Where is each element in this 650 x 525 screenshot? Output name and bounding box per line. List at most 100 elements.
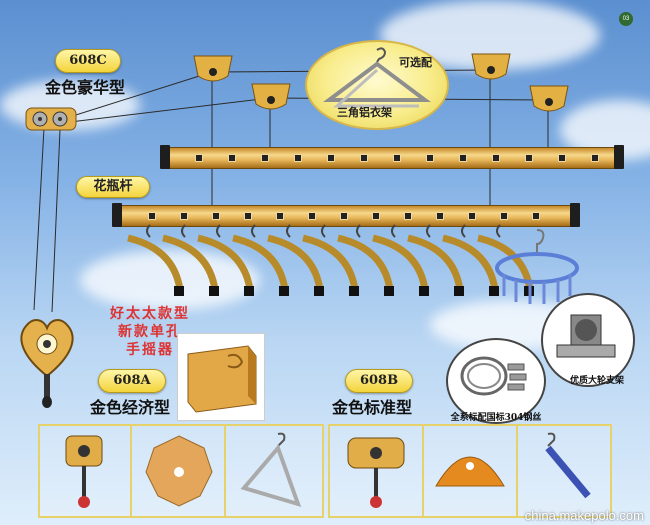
rail-profile-box (177, 333, 265, 421)
hanging-arm (302, 234, 359, 291)
arm-hook (496, 224, 501, 238)
model-608b-code: 608B (345, 369, 413, 393)
model-608c-code: 608C (55, 49, 121, 73)
arm-end-cap (279, 286, 289, 296)
crank-description: 好太太款型 新款单孔 手摇器 (80, 305, 220, 359)
arm-hook (391, 224, 396, 238)
rail-slot (340, 212, 348, 220)
hanging-arm (407, 234, 464, 291)
blue-hanger-icon (545, 432, 591, 499)
model-608b-name: 金色标准型 (332, 398, 413, 417)
arm-end-cap (454, 286, 464, 296)
rail-endcap (112, 203, 122, 227)
hanger-name-label: 三角铝衣架 (337, 106, 392, 119)
hanging-arm (267, 234, 324, 291)
arm-hook (251, 224, 256, 238)
bracket-caption: 优质大轮支架 (569, 376, 624, 386)
rail-slot (404, 212, 412, 220)
rail-slot (228, 154, 236, 162)
rail-slot (244, 212, 252, 220)
hanging-arm (372, 234, 429, 291)
hanger-optional-label: 可选配 (399, 56, 432, 69)
hanging-arm (197, 234, 254, 291)
arm-hook (286, 224, 291, 238)
model-608a-name: 金色经济型 (90, 398, 171, 417)
rail-slot (468, 212, 476, 220)
rail-slot (500, 212, 508, 220)
ceiling-pulley (193, 55, 233, 82)
rail-endcap (614, 145, 624, 169)
arm-end-cap (489, 286, 499, 296)
model-608c-name: 金色豪华型 (45, 78, 126, 97)
cable-callout: 全系标配国标304钢丝 (446, 338, 546, 424)
hanging-arm (442, 234, 499, 291)
page-number-badge: 03 (619, 12, 633, 26)
crank-line-3: 手摇器 (126, 342, 174, 358)
crank-handle-icon (347, 437, 405, 508)
rail-slot (525, 154, 533, 162)
arm-hook (216, 224, 221, 238)
ceiling-cap-icon (145, 435, 213, 507)
arm-end-cap (314, 286, 324, 296)
hanger-callout: 可选配 三角铝衣架 (305, 40, 449, 130)
rail-slot (459, 154, 467, 162)
rail-slot (436, 212, 444, 220)
ceiling-pulley (529, 85, 569, 112)
cable-caption: 全系标配国标304钢丝 (450, 413, 542, 423)
arm-end-cap (419, 286, 429, 296)
wheel-bracket-icon (556, 314, 616, 358)
steel-cable-icon (460, 356, 527, 396)
rail-endcap (570, 203, 580, 227)
rail-slot (180, 212, 188, 220)
arm-end-cap (349, 286, 359, 296)
arm-end-cap (209, 286, 219, 296)
wall-pulley (25, 107, 77, 131)
watermark: china.makepolo.com (524, 508, 644, 523)
crank-line-1: 好太太款型 (110, 306, 190, 322)
rail-slot (261, 154, 269, 162)
rail-slot (212, 212, 220, 220)
product-panel-608a (38, 424, 324, 518)
arm-end-cap (174, 286, 184, 296)
arm-hook (461, 224, 466, 238)
hanging-arm (337, 234, 394, 291)
arm-hook (181, 224, 186, 238)
rail-slot (195, 154, 203, 162)
arm-end-cap (244, 286, 254, 296)
rail-slot (532, 212, 540, 220)
rail-slot (308, 212, 316, 220)
rail-slot (426, 154, 434, 162)
rail-profile-icon (187, 345, 257, 413)
arm-hook (426, 224, 431, 238)
hanging-arm (127, 234, 184, 291)
ceiling-pulley (471, 53, 511, 80)
bracket-callout: 优质大轮支架 (541, 293, 635, 387)
rail-slot (327, 154, 335, 162)
arm-end-cap (384, 286, 394, 296)
hanging-arm (232, 234, 289, 291)
crank-handle-icon (65, 435, 103, 508)
rail-endcap (160, 145, 170, 169)
rail-slot (148, 212, 156, 220)
rail-slot (294, 154, 302, 162)
clip-hanger-icon (495, 229, 579, 304)
hanging-arm (162, 234, 219, 291)
rail-slot (360, 154, 368, 162)
arm-hook (321, 224, 326, 238)
triangle-hanger-icon (323, 47, 431, 108)
arm-hook (146, 224, 151, 238)
arm-hook (356, 224, 361, 238)
rail-slot (393, 154, 401, 162)
heart-crank-icon (20, 319, 74, 408)
flower-rod-label: 花瓶杆 (76, 176, 150, 198)
rail-slot (372, 212, 380, 220)
product-panel-608b (328, 424, 612, 518)
ceiling-pulley (251, 83, 291, 110)
crank-line-2: 新款单孔 (118, 324, 182, 340)
rail-slot (558, 154, 566, 162)
ceiling-cap-icon (435, 456, 505, 487)
rail-slot (276, 212, 284, 220)
model-608a-code: 608A (98, 369, 166, 393)
rail-slot (492, 154, 500, 162)
